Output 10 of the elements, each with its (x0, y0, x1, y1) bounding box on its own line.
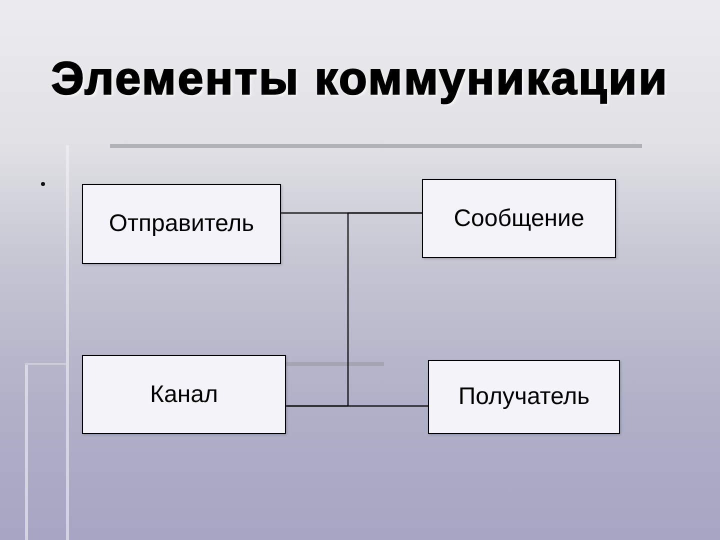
process-box (82, 355, 286, 434)
node-label: Канал (150, 380, 218, 408)
process-box (82, 184, 281, 264)
node-label: Получатель (458, 383, 590, 411)
process-box (422, 179, 616, 258)
node-label: Сообщение (454, 204, 584, 232)
connector-line (286, 405, 428, 407)
slide-title: Элементы коммуникации (50, 51, 670, 106)
node-label: Отправитель (108, 210, 254, 238)
process-box (428, 360, 620, 434)
